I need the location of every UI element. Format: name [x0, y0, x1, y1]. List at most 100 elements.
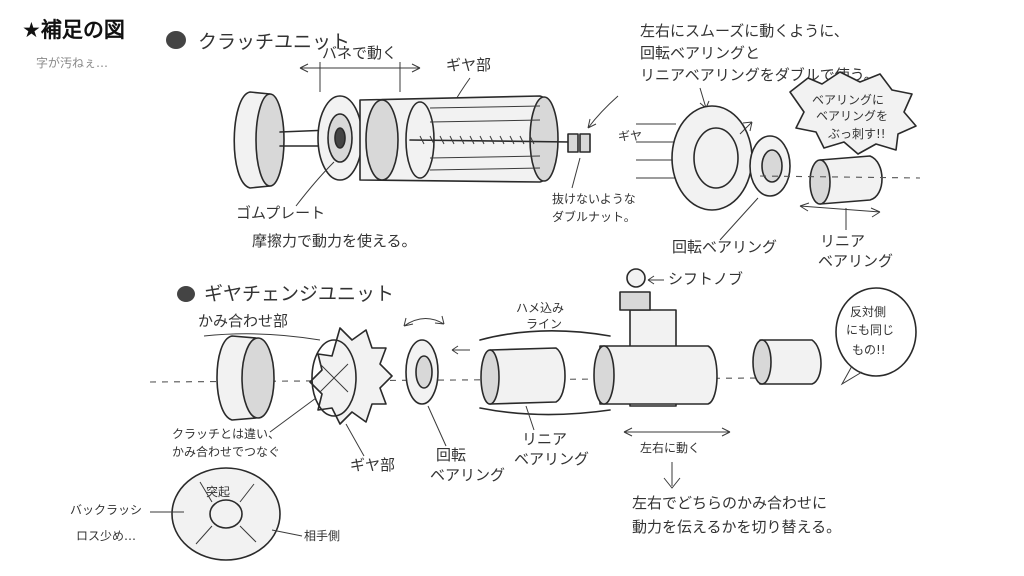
gc-rotary-bearing-inner	[415, 355, 433, 389]
clutch-threaded-shaft	[409, 139, 571, 143]
nut-pointer-arrow	[587, 95, 619, 129]
gc-right-linear-bearing-end	[752, 339, 772, 385]
linear-bearing-label-2: ベアリング	[818, 252, 893, 270]
nut-note-line2: ダブルナット。	[552, 209, 636, 224]
gear-change-unit: ギヤチェンジユニット かみ合わせ部 ハメ込み ライン	[70, 268, 917, 561]
clutch-gear-disc-inner	[693, 127, 739, 189]
shift-knob-base	[619, 291, 651, 311]
gear-side-label: ギヤ	[618, 129, 642, 143]
gc-rotary-line1: 回転	[436, 446, 466, 464]
clutch-gear-drum-end	[365, 99, 399, 181]
rotary-bearing-label: 回転ベアリング	[672, 238, 777, 256]
rubber-plate-hub	[334, 127, 346, 149]
smooth-note-line1: 左右にスムーズに動くように、	[640, 22, 849, 40]
down-arrow	[663, 462, 681, 489]
linear-motion-arrow	[799, 202, 881, 218]
burst-line3: ぶっ刺す!!	[828, 127, 886, 141]
rotation-arrow	[403, 315, 445, 327]
linear-bearing-end	[809, 159, 831, 205]
move-arrow	[623, 427, 731, 437]
mesh-note-line1: クラッチとは違い、	[172, 427, 280, 441]
mesh-label-curl	[203, 333, 321, 341]
clutch-spring-label: バネで動く	[322, 44, 397, 62]
clutch-heading: クラッチユニット	[198, 31, 350, 53]
gear-change-left-drum-face	[241, 337, 275, 419]
rotary-bearing-inner	[761, 149, 783, 183]
backlash-disc-slots	[195, 481, 257, 545]
clutch-gear-disc	[671, 105, 753, 211]
rotary-label-leader	[719, 197, 759, 241]
mesh-gear	[309, 327, 393, 425]
friction-note: 摩擦力で動力を使える。	[252, 232, 417, 250]
smooth-note-arrow	[699, 87, 710, 109]
opposite-bubble	[835, 287, 917, 377]
gc-rotary-line2: ベアリング	[430, 466, 505, 484]
axis-dashed	[759, 175, 921, 179]
gc-linear-line2: ベアリング	[514, 450, 589, 468]
opposite-line3: もの!!	[852, 343, 886, 357]
carriage-tube-end	[593, 345, 615, 405]
insert-arrow-left	[451, 345, 470, 355]
linear-bearing	[819, 155, 883, 205]
counterpart-label: 相手側	[304, 529, 340, 543]
rubber-plate-leader	[295, 161, 335, 207]
shift-label-arrow	[647, 275, 664, 285]
gc-rotary-leader	[427, 405, 447, 447]
burst-line1: ベアリングに	[812, 93, 884, 107]
gc-gear-leader	[345, 423, 365, 457]
gc-linear-leader	[525, 405, 535, 431]
mesh-gear-face	[311, 339, 357, 417]
burst-bubble	[789, 71, 917, 155]
page-title: ★補足の図	[22, 18, 125, 42]
mesh-note-leader	[269, 397, 317, 433]
smooth-note-line2: 回転ベアリングと	[640, 44, 760, 62]
fit-label-2: ライン	[526, 317, 562, 331]
gc-gear-label: ギヤ部	[350, 456, 395, 474]
spring-double-arrow	[299, 63, 421, 73]
move-label: 左右に動く	[640, 440, 700, 455]
burst-line2: ベアリングを	[816, 109, 888, 123]
rubber-plate-label: ゴムプレート	[236, 204, 325, 222]
speed-lines	[636, 123, 676, 179]
clutch-thread-marks	[419, 135, 535, 145]
shift-knob	[626, 268, 646, 288]
rotary-bearing-arrow	[739, 121, 753, 135]
nut-note-line1: 抜けないような	[552, 192, 636, 206]
mesh-note-line2: かみ合わせでつなぐ	[172, 444, 280, 459]
clutch-gear-label: ギヤ部	[446, 56, 491, 74]
carriage-tube	[599, 345, 718, 405]
counterpart-leader	[271, 529, 303, 537]
gear-change-heading-bullet	[177, 286, 195, 302]
protrusion-label: 突起	[206, 484, 230, 499]
clutch-gear-drum-right	[529, 96, 559, 182]
gc-linear-tube	[479, 330, 611, 416]
clutch-heading-bullet	[166, 31, 186, 49]
gc-linear-bearing	[489, 347, 566, 405]
backlash-disc	[171, 467, 281, 561]
double-nut-2	[579, 133, 591, 153]
clutch-unit: クラッチユニット バネで動く ギヤ部	[166, 22, 921, 270]
opposite-line2: にも同じ	[846, 323, 894, 337]
switch-note-line1: 左右でどちらのかみ合わせに	[632, 494, 827, 512]
page-subtitle: 字が汚ねぇ…	[36, 56, 109, 70]
fit-label-1: ハメ込み	[516, 301, 564, 315]
nut-note-leader	[571, 157, 581, 189]
clutch-left-housing-face	[255, 93, 285, 187]
linear-bearing-label-1: リニア	[820, 232, 865, 250]
clutch-guide-rods	[429, 105, 541, 171]
opposite-bubble-tail	[840, 365, 863, 386]
opposite-line1: 反対側	[850, 305, 886, 319]
backlash-line2: ロス少め…	[76, 529, 136, 543]
gc-right-linear-bearing	[759, 339, 822, 385]
mesh-gear-cross	[319, 363, 349, 393]
spring-marker-lines	[319, 62, 401, 92]
gear-change-heading: ギヤチェンジユニット	[204, 283, 394, 305]
backlash-line1: バックラッシ	[70, 503, 142, 517]
smooth-note-line3: リニアベアリングをダブルで使う。	[640, 66, 879, 84]
mesh-label: かみ合わせ部	[198, 312, 288, 330]
gc-linear-line1: リニア	[522, 430, 567, 448]
gc-linear-bearing-end	[480, 349, 500, 405]
backlash-disc-hole	[209, 499, 243, 529]
